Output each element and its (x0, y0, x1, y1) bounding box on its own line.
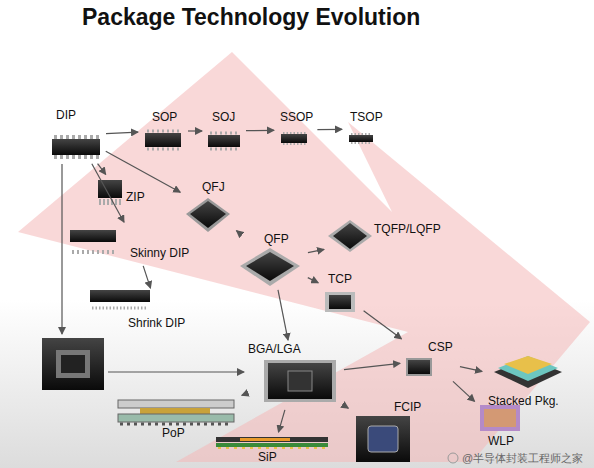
sop-icon (145, 131, 181, 149)
shrink-dip-icon (90, 290, 150, 308)
package-node: FCIP (350, 400, 423, 464)
evolution-arrow (242, 394, 246, 396)
package-node: CSP (402, 340, 458, 380)
package-node: DIP (48, 108, 104, 162)
evolution-arrow (143, 266, 150, 288)
package-node: QFJ (182, 180, 236, 236)
package-node: SiP (212, 434, 334, 468)
package-label: TSOP (350, 110, 383, 124)
package-label: QFP (264, 232, 289, 246)
evolution-arrow (92, 164, 124, 222)
skinny-dip-icon (70, 230, 116, 252)
evolution-arrow (344, 363, 400, 369)
evolution-arrow (106, 151, 180, 192)
package-node: TCP (320, 272, 362, 316)
tqfp-icon (328, 220, 372, 252)
package-node: SOJ (204, 110, 244, 152)
watermark: @半导体封装工程师之家 (462, 451, 583, 466)
soj-icon (208, 133, 240, 149)
package-label: TQFP/LQFP (374, 222, 441, 236)
evolution-arrow (453, 381, 475, 401)
package-node: ZIP (92, 176, 152, 216)
package-label: TCP (328, 272, 352, 286)
evolution-arrow (106, 132, 138, 133)
package-node: Shrink DIP (86, 290, 230, 332)
watermark-icon (448, 453, 458, 463)
package-label: WLP (488, 434, 514, 448)
tsop-icon (349, 134, 373, 143)
csp-icon (406, 358, 432, 376)
package-label: SSOP (280, 110, 313, 124)
package-label: DIP (56, 108, 76, 122)
package-node: TQFP/LQFP (326, 214, 454, 258)
package-label: QFJ (202, 180, 225, 194)
evolution-arrow (344, 405, 349, 408)
package-node: PoP (110, 396, 244, 444)
dip-icon (52, 137, 100, 157)
package-node: SSOP (276, 110, 315, 150)
evolution-arrow (308, 249, 324, 252)
package-label: Skinny DIP (130, 246, 189, 260)
evolution-arrow (317, 129, 342, 131)
wlp-icon (480, 405, 520, 431)
package-label: Stacked Pkg. (488, 394, 559, 408)
zip-icon (98, 180, 122, 202)
evolution-arrow (460, 367, 482, 372)
flow-arrow (61, 164, 62, 334)
pop-icon (118, 400, 234, 424)
package-label: BGA/LGA (248, 342, 301, 356)
evolution-arrow (237, 230, 238, 232)
evolution-arrow (278, 410, 284, 432)
pga-icon (42, 338, 104, 390)
package-label: CSP (428, 340, 453, 354)
qfj-icon (186, 198, 230, 232)
package-node: TSOP (344, 110, 385, 148)
package-label: SOJ (212, 110, 235, 124)
evolution-arrow (188, 130, 202, 131)
package-label: Shrink DIP (128, 316, 185, 330)
title: Package Technology Evolution (82, 4, 420, 31)
package-label: SiP (258, 450, 277, 464)
package-node: QFP (238, 232, 306, 288)
package-label: SOP (152, 110, 177, 124)
evolution-arrow (246, 130, 274, 132)
evolution-arrow (364, 311, 402, 339)
qfp-icon (240, 248, 300, 286)
evolution-arrow (308, 278, 318, 283)
fcip-icon (356, 416, 410, 462)
evolution-arrow (98, 164, 106, 175)
package-label: ZIP (126, 190, 145, 204)
bga-icon (264, 360, 336, 402)
sip-icon (216, 437, 328, 448)
ssop-icon (281, 133, 307, 144)
tcp-icon (325, 292, 355, 312)
evolution-arrow (278, 290, 288, 340)
package-label: PoP (162, 426, 185, 440)
package-node: Skinny DIP (66, 224, 206, 264)
stacked-package-icon (494, 356, 562, 388)
package-node: Stacked Pkg. (484, 352, 576, 412)
package-node: WLP (476, 402, 526, 450)
package-node: SOP (140, 110, 186, 152)
package-node: BGA/LGA (248, 342, 342, 408)
flow-arrow (108, 371, 244, 372)
package-label: FCIP (394, 400, 421, 414)
